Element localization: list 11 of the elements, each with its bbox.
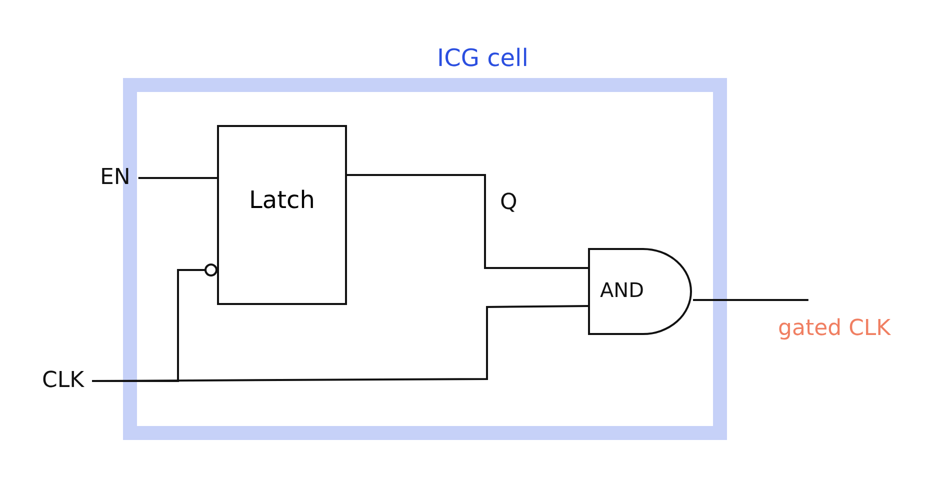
wire bbox=[693, 299, 808, 301]
wire bbox=[138, 177, 217, 179]
cell-title: ICG cell bbox=[437, 44, 528, 72]
and-gate: AND bbox=[588, 248, 693, 335]
wire bbox=[92, 264, 218, 382]
input-label: EN bbox=[100, 165, 130, 190]
signal-label: Q bbox=[500, 190, 518, 215]
output-label: gated CLK bbox=[778, 316, 891, 341]
wire bbox=[347, 174, 588, 269]
latch-box: Latch bbox=[217, 125, 347, 305]
input-label: CLK bbox=[42, 368, 84, 393]
